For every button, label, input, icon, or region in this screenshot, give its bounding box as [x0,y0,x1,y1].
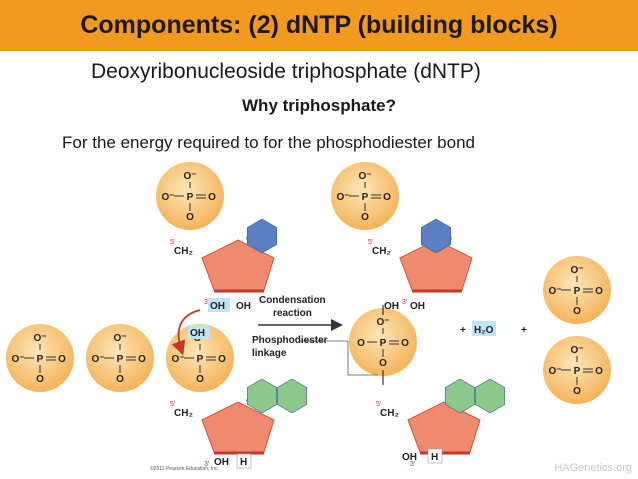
phosphate-group: P O⁻ O O O⁻ [331,162,399,230]
title-bar: Components: (2) dNTP (building blocks) [0,0,638,51]
condensation-label: Condensation [259,295,326,306]
oxygen-label: O [218,354,226,365]
ch2-label: CH₂ [372,246,391,257]
phosphorus-label: P [574,286,581,297]
phosphate-group: P O⁻ O O O⁻ [6,324,74,392]
oxygen-label: O [401,338,409,349]
oxygen-label: O⁻ [570,265,583,276]
five-prime-label: 5′ [376,401,382,408]
deoxyribose-sugar: OCH₂5′3′ [170,396,275,468]
oxygen-label: O [383,192,391,203]
oxygen-label: O⁻ [376,317,389,328]
h-label: H [431,452,438,463]
oxygen-label: O⁻ [358,171,371,182]
subtitle: Deoxyribonucleoside triphosphate (dNTP) [91,60,481,83]
phosphorus-label: P [117,354,124,365]
five-prime-label: 5′ [368,239,374,246]
phosphorus-label: P [187,192,194,203]
watermark: HAGenetics.org [554,462,632,474]
oxygen-label: O [573,386,581,397]
oxygen-label: O⁻ [91,354,104,365]
oxygen-label: O [595,366,603,377]
oxygen-label: O⁻ [161,192,174,203]
oxygen-label: O⁻ [336,192,349,203]
five-prime-label: 5′ [170,401,176,408]
oxygen-label: O⁻ [33,333,46,344]
oxygen-label: O⁻ [113,333,126,344]
oxygen-label: O [361,212,369,223]
oh-label: OH [384,301,399,312]
purine-base [246,378,308,414]
ch2-label: CH₂ [380,408,399,419]
oxygen-label: O [208,192,216,203]
pyrophosphate-group: P O⁻ O O O⁻ [543,256,611,324]
phosphorus-label: P [362,192,369,203]
phosphate-group: P O⁻ O O O⁻ [86,324,154,392]
oxygen-label: O [573,306,581,317]
water-label: H₂O [474,325,494,336]
oxygen-label: O⁻ [570,345,583,356]
plus-sign-1: + [460,325,466,336]
linkage-label: linkage [252,348,287,359]
plus-sign-2: + [521,325,527,336]
ch2-label: CH₂ [174,408,193,419]
phosphorus-label: P [574,366,581,377]
oh-label: OH [402,452,417,463]
oxygen-label: O⁻ [171,354,184,365]
oh-label: OH [410,301,425,312]
oxygen-label: O [595,286,603,297]
oh-label: OH [214,457,229,468]
linkage-pointer [347,341,378,376]
oxygen-label: O [196,374,204,385]
five-prime-label: 5′ [170,239,176,246]
pyrimidine-base [420,218,452,254]
phosphodiester-phosphate: P O⁻ O O O [349,308,417,376]
ch2-label: CH₂ [174,246,193,257]
pyrimidine-base [246,218,278,254]
slide-title: Components: (2) dNTP (building blocks) [80,11,558,39]
copyright: ©2011 Pearson Education, Inc. [150,466,219,472]
h-label: H [240,457,247,468]
oh-label: OH [210,301,225,312]
phosphorus-label: P [380,338,387,349]
three-prime-label: 3′ [204,299,210,306]
oxygen-label: O [116,374,124,385]
three-prime-label: 3′ [410,461,416,468]
oxygen-label: O⁻ [11,354,24,365]
attack-arrow [171,309,201,356]
reaction-label: reaction [273,308,312,319]
purine-base [444,378,506,414]
question: Why triphosphate? [242,96,396,115]
deoxyribose-sugar: OCH₂5′3′ [368,234,473,306]
oxygen-label: O⁻ [183,171,196,182]
phosphodiester-label: Phosphodiester [252,335,328,346]
pyrophosphate-group: P O⁻ O O O⁻ [543,336,611,404]
oxygen-label: O⁻ [548,286,561,297]
oxygen-label: O [58,354,66,365]
oxygen-label: O [36,374,44,385]
three-prime-label: 3′ [204,461,210,468]
three-prime-label: 3′ [402,299,408,306]
water-highlight [472,321,496,336]
oh-label: OH [190,328,205,339]
oxygen-label: O⁻ [548,366,561,377]
oh-label: OH [236,301,251,312]
phosphorus-label: P [37,354,44,365]
oxygen-label: O [379,358,387,369]
energy-text: For the energy required to for the phosp… [62,133,475,152]
phosphorus-label: P [197,354,204,365]
oxygen-label: O [357,338,365,349]
oxygen-label: O [186,212,194,223]
phosphate-group: P O⁻ O O O⁻ [156,162,224,230]
oxygen-label: O [138,354,146,365]
